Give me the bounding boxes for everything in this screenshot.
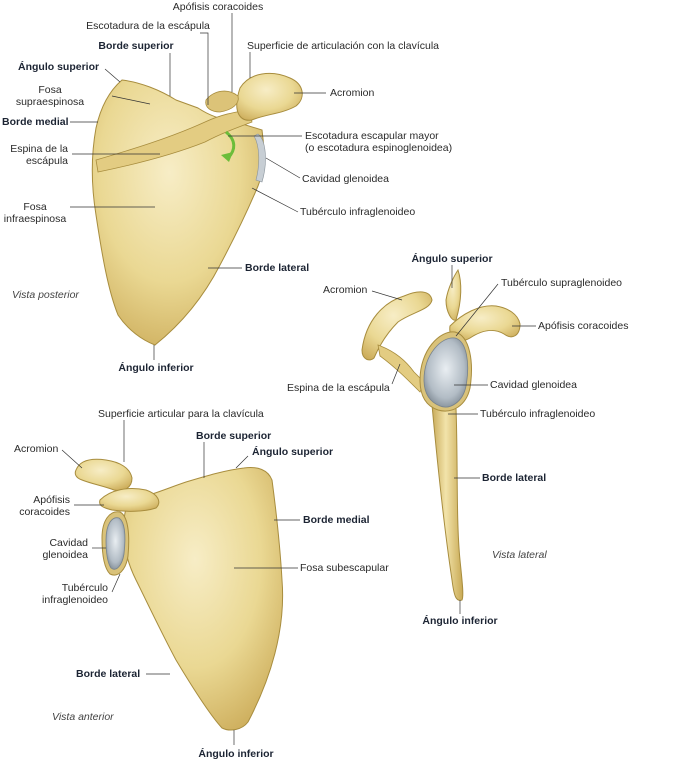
label-lat-borde-lateral: Borde lateral — [482, 472, 547, 484]
label-post-fosa-infra: Fosa infraespinosa — [2, 201, 68, 225]
label-lat-acromion: Acromion — [323, 284, 368, 296]
label-ant-borde-superior: Borde superior — [196, 430, 272, 442]
posterior-spine — [95, 109, 253, 173]
label-lat-angulo-inferior: Ángulo inferior — [422, 615, 498, 627]
label-post-angulo-inferior: Ángulo inferior — [118, 362, 194, 374]
anterior-acromion — [74, 458, 133, 491]
leader-post-cavidad — [265, 157, 301, 179]
lateral-coracoid — [449, 305, 521, 342]
label-lat-apofisis: Apófisis coracoides — [538, 320, 629, 332]
leader-post-tuberculo — [251, 187, 299, 213]
label-post-espina-1: Espina de la — [10, 143, 68, 155]
anterior-coracoid — [99, 487, 160, 512]
label-ant-superficie: Superficie articular para la clavícula — [98, 408, 264, 420]
label-ant-apofisis-2: coracoides — [19, 506, 70, 518]
label-post-escotadura-mayor-2: (o escotadura espinoglenoidea) — [305, 142, 453, 154]
lateral-glenoid-cavity — [423, 337, 469, 408]
label-post-fosa-infra-1: Fosa — [23, 201, 47, 213]
label-ant-cavidad: Cavidad glenoidea — [22, 537, 88, 561]
anterior-scapula-body — [123, 467, 284, 731]
leader-ant-tuberculo — [111, 573, 121, 593]
label-post-escotadura-mayor: Escotadura escapular mayor (o escotadura… — [305, 130, 452, 154]
leader-post-angulo-sup — [104, 68, 121, 83]
label-lat-tuberculo-supra: Tubérculo supraglenoideo — [501, 277, 623, 289]
label-post-espina: Espina de la escápula — [2, 143, 68, 167]
lateral-superior-angle — [445, 268, 462, 321]
label-post-angulo-superior: Ángulo superior — [18, 61, 100, 73]
posterior-glenoid-edge — [253, 133, 266, 183]
leader-lines — [61, 13, 536, 745]
label-ant-apofisis-1: Apófisis — [33, 494, 70, 506]
label-post-escotadura: Escotadura de la escápula — [86, 20, 210, 32]
label-ant-borde-medial: Borde medial — [303, 514, 370, 526]
label-post-cavidad: Cavidad glenoidea — [302, 173, 389, 185]
posterior-acromion — [236, 72, 303, 121]
anterior-glenoid-cavity — [105, 517, 126, 570]
label-ant-tuberculo-2: infraglenoideo — [42, 594, 108, 606]
leader-post-escotadura — [200, 32, 209, 105]
label-ant-fosa-subescapular: Fosa subescapular — [300, 562, 389, 574]
label-ant-apofisis: Apófisis coracoides — [4, 494, 70, 518]
label-ant-tuberculo: Tubérculo infraglenoideo — [42, 582, 108, 606]
label-post-escotadura-mayor-1: Escotadura escapular mayor — [305, 130, 439, 142]
leader-ant-angulo-sup — [235, 455, 249, 469]
posterior-scapula — [91, 72, 303, 346]
label-lat-cavidad: Cavidad glenoidea — [490, 379, 577, 391]
label-post-acromion: Acromion — [330, 87, 375, 99]
leader-lat-espina — [391, 363, 401, 385]
leader-lat-tuberculo-supra — [455, 283, 499, 337]
label-post-fosa-supra-1: Fosa — [38, 84, 62, 96]
lateral-scapula — [361, 268, 521, 601]
label-ant-angulo-inferior: Ángulo inferior — [198, 748, 274, 760]
leader-lat-acromion — [371, 290, 403, 301]
posterior-coracoid — [205, 90, 239, 113]
lateral-scapula-body — [431, 403, 464, 601]
label-post-tuberculo-infra: Tubérculo infraglenoideo — [300, 206, 416, 218]
label-ant-cavidad-1: Cavidad — [49, 537, 88, 549]
leader-ant-acromion — [61, 449, 83, 469]
anterior-scapula — [74, 458, 284, 731]
label-ant-angulo-superior: Ángulo superior — [252, 446, 334, 458]
leader-post-fosa-supra — [111, 95, 151, 105]
label-post-fosa-infra-2: infraespinosa — [3, 213, 67, 225]
label-lat-tuberculo-infra: Tubérculo infraglenoideo — [480, 408, 596, 420]
label-ant-cavidad-2: glenoidea — [42, 549, 88, 561]
label-post-superficie: Superficie de articulación con la clavíc… — [247, 40, 440, 52]
label-post-apofisis: Apófisis coracoides — [172, 1, 264, 13]
label-ant-acromion: Acromion — [14, 443, 59, 455]
label-ant-borde-lateral: Borde lateral — [76, 668, 141, 680]
label-post-fosa-supra: Fosa supraespinosa — [14, 84, 86, 108]
label-post-borde-lateral: Borde lateral — [245, 262, 310, 274]
label-lat-view: Vista lateral — [492, 549, 547, 561]
posterior-green-arrowhead — [221, 152, 233, 162]
label-post-espina-2: escápula — [25, 155, 68, 167]
label-post-borde-superior: Borde superior — [98, 40, 174, 52]
label-ant-tuberculo-1: Tubérculo — [61, 582, 108, 594]
lateral-acromion — [361, 291, 433, 361]
label-lat-angulo-superior: Ángulo superior — [411, 253, 493, 265]
label-post-fosa-supra-2: supraespinosa — [15, 96, 85, 108]
label-ant-view: Vista anterior — [52, 711, 114, 723]
label-lat-espina: Espina de la escápula — [287, 382, 390, 394]
label-post-borde-medial: Borde medial — [2, 116, 69, 128]
label-post-view: Vista posterior — [12, 289, 79, 301]
